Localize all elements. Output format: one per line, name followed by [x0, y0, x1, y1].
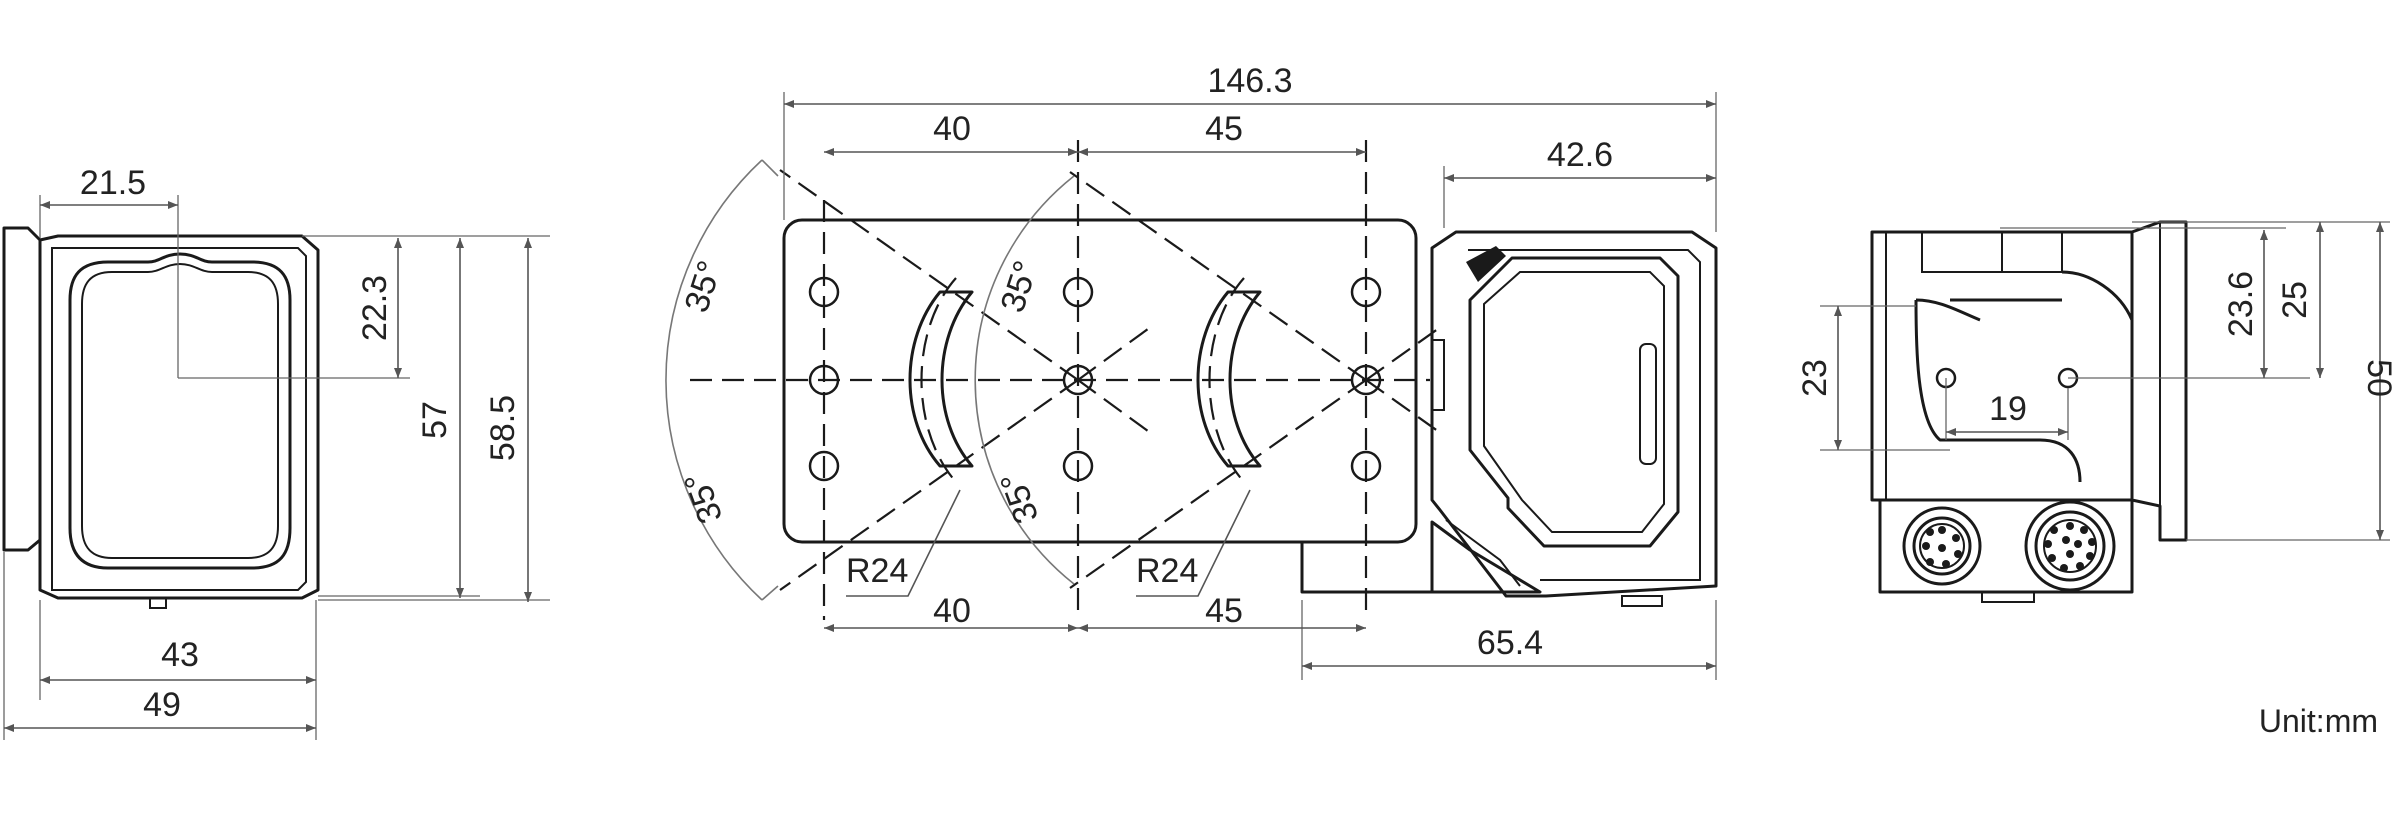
dim-43-label: 43: [161, 636, 199, 674]
dim-50-label: 50: [2360, 359, 2397, 397]
radius-2-label: R24: [1136, 552, 1198, 590]
dim-45-top-label: 45: [1205, 110, 1243, 148]
radius-1-label: R24: [846, 552, 908, 590]
dim-42-6-label: 42.6: [1547, 136, 1613, 174]
dim-65-4-label: 65.4: [1477, 624, 1543, 662]
head-window-inner: [1483, 271, 1665, 533]
radius-1-leader: [846, 489, 961, 597]
connector-block-tab: [1981, 591, 2035, 603]
head-corner-mark: [1466, 246, 1506, 282]
dim-40-top-label: 40: [933, 110, 971, 148]
front-bottom-tab: [149, 597, 167, 609]
angle-arc-left: [665, 159, 763, 601]
dim-19-label: 19: [1989, 390, 2027, 428]
rear-housing-tab: [1621, 595, 1663, 607]
dim-58-5-label: 58.5: [484, 395, 522, 461]
mounting-plate-outline: [782, 218, 1418, 544]
connector-12-pin: [2024, 500, 2116, 592]
head-window-outline: [1468, 256, 1680, 548]
angle-upper-left-label: 35°: [678, 256, 730, 317]
angle-lower-mid-label: 35°: [993, 467, 1046, 528]
front-window-outline: [68, 252, 292, 570]
dim-49-label: 49: [143, 686, 181, 724]
top-view: 35° 35° 35° 35° R24 R24 146.3 40 45 42.6…: [665, 62, 1718, 680]
sensor-head-inner: [1468, 249, 1701, 581]
angle-line-lower-right: [1069, 379, 1367, 589]
angle-line-mid-upper: [1077, 325, 1153, 381]
dim-22-3-label: 22.3: [356, 275, 394, 341]
rear-saddle-lower: [1914, 299, 2082, 483]
dim-21-5-label: 21.5: [80, 164, 146, 202]
angle-line-mid-lower: [1077, 379, 1153, 435]
arc-slot-1: [908, 290, 974, 468]
unit-label: Unit:mm: [2259, 703, 2378, 739]
angle-line-upper-left: [779, 169, 1079, 381]
rear-housing-edge: [1445, 519, 1521, 587]
head-connector-tab: [1431, 339, 1445, 411]
head-side-slot: [1639, 343, 1657, 465]
sensor-head-outline: [1430, 230, 1718, 598]
angle-line-lower-right-ext: [1365, 379, 1443, 435]
rear-saddle-left: [1915, 298, 1981, 322]
front-window-inner: [81, 262, 279, 559]
dim-23-label: 23: [1796, 359, 1834, 397]
angle-lower-left-label: 35°: [677, 467, 730, 528]
angle-line-upper-right: [1069, 171, 1367, 381]
dim-23-6-label: 23.6: [2222, 271, 2260, 337]
radius-2-leader: [1136, 489, 1251, 597]
front-body-outline: [38, 234, 320, 600]
angle-line-lower-left: [779, 379, 1079, 591]
rear-saddle-upper: [2061, 270, 2134, 321]
front-body-inner: [51, 247, 307, 591]
dim-45-bottom-label: 45: [1205, 592, 1243, 630]
connector-8-pin: [1902, 506, 1982, 586]
dim-25-label: 25: [2276, 281, 2314, 319]
dim-57-label: 57: [416, 401, 454, 439]
connector-block-outline: [1878, 498, 2134, 594]
rear-view: 23 23.6 25 50 19: [1796, 220, 2397, 603]
angle-line-upper-right-ext: [1365, 325, 1443, 381]
angle-arc-mid: [974, 175, 1075, 585]
front-flange-outline: [2, 226, 42, 552]
dim-146-3-label: 146.3: [1207, 62, 1292, 100]
rear-housing-wedge: [1430, 520, 1542, 594]
dim-40-bottom-label: 40: [933, 592, 971, 630]
rear-top-cap: [1921, 231, 2063, 273]
arc-slot-2: [1196, 290, 1262, 468]
front-view: 21.5 22.3 57 58.5 43 49: [2, 164, 550, 740]
